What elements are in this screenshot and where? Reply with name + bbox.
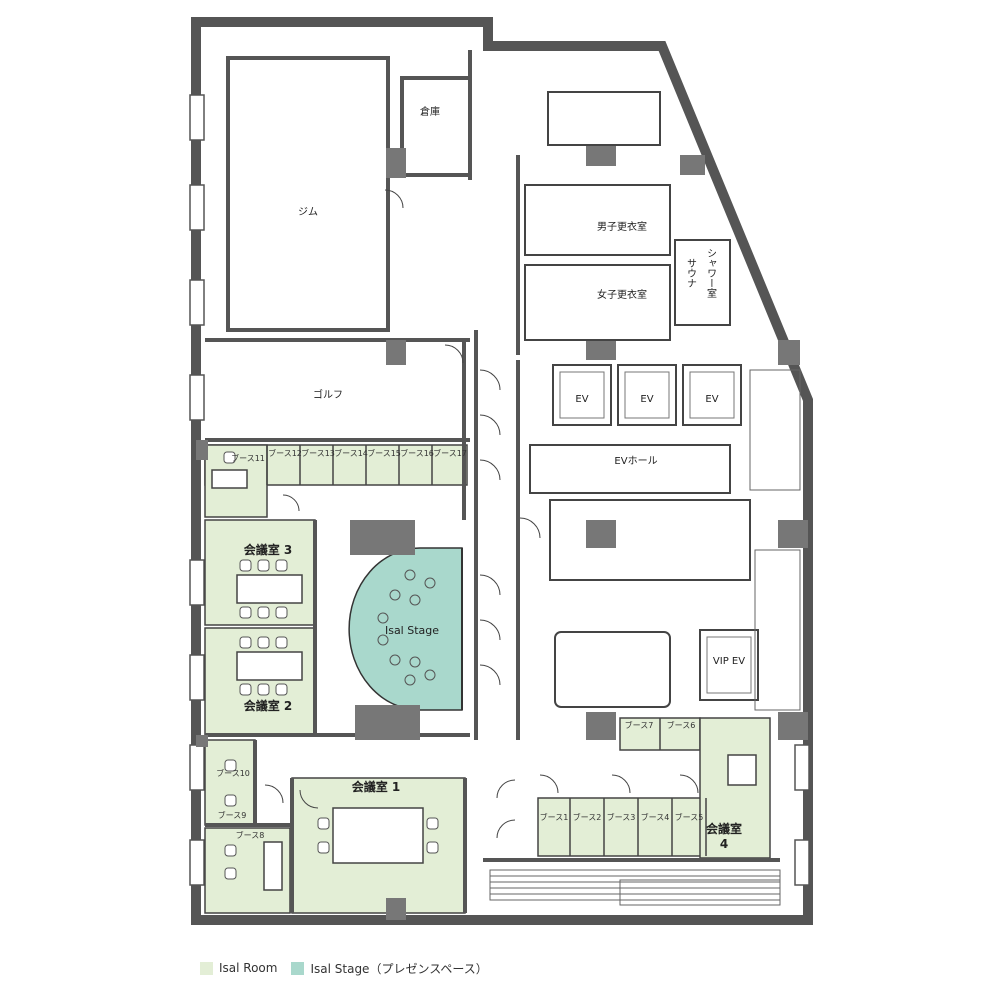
legend-item-room: Isal Room — [200, 961, 277, 975]
legend-label-room: Isal Room — [219, 961, 278, 975]
mens-locker-label: 男子更衣室 — [597, 220, 647, 233]
booth-4-label: ブース4 — [641, 812, 670, 822]
booth-6-label: ブース6 — [667, 720, 696, 730]
booth-13-label: ブース13 — [301, 448, 335, 458]
meeting-room-1-label: 会議室 1 — [352, 779, 401, 794]
womens-locker-label: 女子更衣室 — [597, 288, 647, 301]
ev-hall-wall — [529, 444, 731, 494]
interior-walls — [205, 50, 780, 913]
tables — [211, 469, 757, 891]
ev-2-label: EV — [640, 394, 653, 405]
vip-ev-label: VIP EV — [713, 656, 745, 667]
booth-7-label: ブース7 — [625, 720, 654, 730]
legend-label-stage: Isal Stage（プレゼンスペース） — [310, 961, 488, 976]
locker-rooms — [524, 184, 731, 341]
legend-swatch-stage — [291, 961, 305, 975]
booth-dividers-bottom — [569, 718, 707, 856]
sauna-label: サウナ — [685, 258, 697, 288]
gym-label: ジム — [298, 206, 318, 218]
booth-10-9-area — [204, 739, 256, 826]
door-swings — [264, 189, 699, 839]
legend-item-stage: Isal Stage（プレゼンスペース） — [291, 960, 488, 977]
booth-11-label: ブース11 — [231, 453, 265, 463]
booth-2-label: ブース2 — [573, 812, 602, 822]
chairs — [223, 451, 439, 880]
meeting-room-4 — [699, 717, 771, 859]
isal-stage-label: Isal Stage — [385, 624, 439, 637]
booth-8-label: ブース8 — [236, 830, 265, 840]
booth-9-label: ブース9 — [218, 810, 247, 820]
meeting-room-2-label: 会議室 2 — [244, 698, 293, 713]
booth-17-label: ブース17 — [433, 448, 467, 458]
booth-15-label: ブース15 — [367, 448, 401, 458]
booth-3-label: ブース3 — [607, 812, 636, 822]
elevators — [547, 91, 759, 708]
booth-12-label: ブース12 — [268, 448, 302, 458]
service-core — [549, 499, 751, 581]
ev-hall-label: EVホール — [614, 455, 657, 467]
shower-label: シャワー室 — [705, 248, 717, 298]
ev-1-label: EV — [575, 394, 588, 405]
meeting-room-4-label-line1: 会議室 — [706, 821, 742, 836]
golf-label: ゴルフ — [313, 388, 343, 401]
legend-swatch-room — [200, 961, 213, 975]
booth-10-label: ブース10 — [216, 768, 250, 778]
meeting-room-4-label-line2: 4 — [720, 837, 728, 851]
booth-5-label: ブース5 — [675, 812, 704, 822]
booth-16-label: ブース16 — [400, 448, 434, 458]
exterior-windows — [189, 94, 810, 886]
elevator-inner — [559, 371, 752, 694]
meeting-room-3-label: 会議室 3 — [244, 542, 293, 557]
storage-label: 倉庫 — [420, 105, 440, 118]
booth-1-label: ブース1 — [540, 812, 569, 822]
booth-14-label: ブース14 — [334, 448, 368, 458]
stairs — [489, 369, 801, 906]
legend: Isal Room Isal Stage（プレゼンスペース） — [200, 958, 488, 978]
stage-chairs — [377, 569, 436, 686]
booth-dividers-top — [266, 445, 433, 485]
ev-3-label: EV — [705, 394, 718, 405]
